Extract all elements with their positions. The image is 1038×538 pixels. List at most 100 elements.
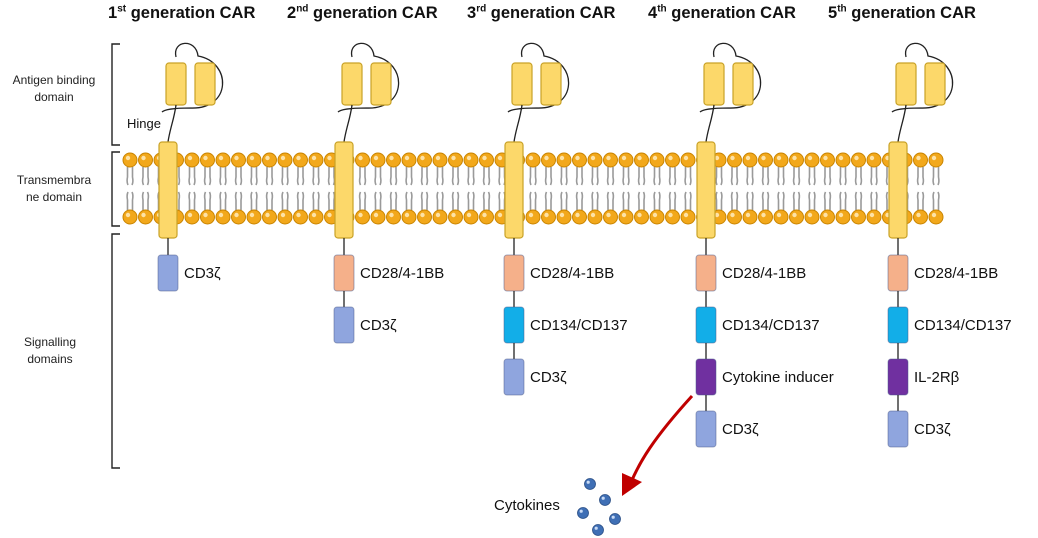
transmembrane-domain xyxy=(158,141,178,239)
cytokines-label: Cytokines xyxy=(494,497,560,514)
signalling-domain-cd3z xyxy=(333,306,355,344)
hinge xyxy=(167,104,177,143)
cytokine-highlight xyxy=(601,496,605,500)
lipid xyxy=(634,152,649,225)
antigen-binding-label: Antigen binding domain xyxy=(12,73,96,104)
lipid xyxy=(866,152,882,225)
lipid xyxy=(463,152,479,225)
antigen-binding-bracket xyxy=(111,43,120,146)
lipid xyxy=(556,152,572,225)
lipid xyxy=(293,152,308,225)
hinge xyxy=(343,104,353,143)
hinge xyxy=(705,104,715,143)
scfv-vh-domain xyxy=(732,62,754,106)
signalling-domain-costim2 xyxy=(695,306,717,344)
transmembrane-bracket xyxy=(111,151,120,227)
lipid xyxy=(432,152,448,225)
signalling-bracket xyxy=(111,233,120,469)
scfv-linker xyxy=(699,42,762,113)
lipid xyxy=(246,152,262,225)
signalling-domain-label: CD134/CD137 xyxy=(722,317,820,334)
cytokine-arrow xyxy=(630,394,694,481)
scfv-vl-domain xyxy=(511,62,533,106)
gen-title-4: 4th generation CAR xyxy=(648,3,796,22)
lipid xyxy=(525,152,541,225)
cytokine-particle xyxy=(577,507,589,519)
lipid xyxy=(541,152,556,225)
lipid xyxy=(789,152,804,225)
lipid xyxy=(572,152,587,225)
gen-title-2: 2nd generation CAR xyxy=(287,3,438,22)
cytokine-particle xyxy=(609,513,621,525)
lipid xyxy=(200,152,215,225)
car-construct-2: CD28/4-1BB CD3ζ xyxy=(333,42,444,344)
cytokine-particle xyxy=(592,524,604,536)
lipid xyxy=(122,152,138,225)
signalling-domain-label: CD3ζ xyxy=(360,317,397,334)
signalling-domain-cd3z xyxy=(695,410,717,448)
scfv-linker xyxy=(337,42,400,113)
transmembrane-domain xyxy=(888,141,908,239)
signalling-domain-costim1 xyxy=(503,254,525,292)
lipid xyxy=(138,152,153,225)
signalling-domain-inducer xyxy=(695,358,717,396)
lipid xyxy=(401,152,417,225)
scfv-vh-domain xyxy=(540,62,562,106)
lipid xyxy=(603,152,618,225)
lipid xyxy=(913,152,928,225)
lipid xyxy=(835,152,851,225)
lipid xyxy=(277,152,293,225)
lipid xyxy=(386,152,401,225)
signalling-domain-costim1 xyxy=(695,254,717,292)
signalling-domain-cd3z xyxy=(887,410,909,448)
lipid xyxy=(231,152,246,225)
signalling-domain-label: CD3ζ xyxy=(722,421,759,438)
signalling-domain-cd3z xyxy=(503,358,525,396)
scfv-linker xyxy=(891,42,954,113)
scfv-linker xyxy=(161,42,224,113)
cytokine-particle xyxy=(599,494,611,506)
lipid xyxy=(665,152,680,225)
lipid xyxy=(215,152,231,225)
lipid xyxy=(184,152,200,225)
cytokine-highlight xyxy=(594,526,598,530)
transmembrane-label: Transmembra ne domain xyxy=(16,173,92,204)
gen-title-1: 1st generation CAR xyxy=(108,3,256,22)
signalling-domain-label: CD3ζ xyxy=(184,265,221,282)
scfv-vl-domain xyxy=(895,62,917,106)
hinge xyxy=(897,104,907,143)
signalling-domain-label: IL-2Rβ xyxy=(914,369,960,386)
cytokine-arrow-head xyxy=(622,473,642,496)
lipid xyxy=(928,152,944,225)
lipid xyxy=(417,152,432,225)
scfv-vl-domain xyxy=(165,62,187,106)
signalling-domain-costim2 xyxy=(503,306,525,344)
lipid xyxy=(742,152,758,225)
gen-title-5: 5th generation CAR xyxy=(828,3,976,22)
signalling-domain-costim2 xyxy=(887,306,909,344)
signalling-domain-label: CD28/4-1BB xyxy=(530,265,614,282)
lipid xyxy=(804,152,820,225)
lipid xyxy=(758,152,773,225)
signalling-domain-cd3z xyxy=(157,254,179,292)
signalling-domain-label: CD28/4-1BB xyxy=(722,265,806,282)
lipid xyxy=(649,152,665,225)
lipid xyxy=(618,152,634,225)
signalling-domain-label: CD28/4-1BB xyxy=(360,265,444,282)
gen-title-3: 3rd generation CAR xyxy=(467,3,616,22)
transmembrane-domain xyxy=(504,141,524,239)
scfv-vh-domain xyxy=(924,62,946,106)
cytokine-highlight xyxy=(586,480,590,484)
lipid xyxy=(355,152,370,225)
lipid xyxy=(370,152,386,225)
transmembrane-domain xyxy=(334,141,354,239)
signalling-domain-label: CD134/CD137 xyxy=(530,317,628,334)
car-construct-1: CD3ζ xyxy=(157,42,224,292)
cytokine-particle xyxy=(584,478,596,490)
cell-membrane xyxy=(122,152,944,225)
